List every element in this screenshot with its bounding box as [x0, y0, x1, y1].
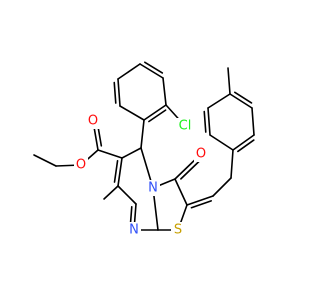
- bond-t4-t5: [207, 93, 231, 109]
- bond-cE-c6: [97, 149, 123, 159]
- bond-t1-t2: [232, 134, 255, 151]
- bond-v1-t1: [230, 149, 234, 179]
- ester-oxygen-single: O: [74, 157, 88, 173]
- bond-p5-p6-double: [113, 81, 117, 104]
- bond-t1-t2-double: [237, 139, 255, 153]
- ester-oxygen-double: O: [86, 113, 100, 129]
- bond-p5-p6: [117, 78, 121, 107]
- bond-p1-p2: [143, 104, 167, 121]
- bond-p3-p4-double: [144, 61, 164, 74]
- bond-t3-t4-double: [233, 91, 253, 104]
- bond-c6-c5: [121, 147, 142, 159]
- bond-lines: [33, 61, 255, 231]
- bond-p4-p5: [117, 63, 141, 80]
- bond-c7-cMe: [103, 185, 119, 200]
- keto-oxygen: O: [194, 146, 208, 162]
- ester-oxygen-double-label: O: [88, 114, 98, 129]
- amide-nitrogen-label: N: [129, 223, 139, 238]
- bond-c7-c8: [117, 185, 137, 205]
- sulfur-label: S: [174, 223, 182, 238]
- sulfur-atom: S: [171, 222, 185, 238]
- bond-t6-t1: [209, 134, 234, 151]
- bond-c2-ch: [186, 195, 214, 206]
- bond-c3-oK-double: [180, 159, 202, 180]
- ester-oxygen-single-label: O: [76, 158, 86, 173]
- bond-p2-p3: [162, 77, 167, 106]
- chlorine-label: Cl: [179, 119, 192, 134]
- ring-nitrogen-label: N: [148, 181, 158, 196]
- bond-e1-e2: [33, 154, 57, 167]
- bond-t3-t4: [229, 93, 253, 109]
- bond-ch-v1: [212, 177, 232, 197]
- bond-c2-ch-double: [190, 200, 212, 209]
- molecule-structure: O O O Cl N N S: [33, 61, 255, 238]
- bond-c6-c7-double: [113, 159, 119, 183]
- bond-c2-c3: [174, 178, 188, 206]
- bond-t4-me: [227, 67, 231, 95]
- bond-t5-t6-double: [203, 110, 207, 133]
- bond-c6-c7: [117, 157, 123, 187]
- bond-p6-p1: [119, 105, 145, 121]
- amide-nitrogen: N: [127, 222, 141, 238]
- bond-c5-p1: [140, 119, 145, 149]
- bond-p1-p2-double: [148, 109, 167, 123]
- bond-t2-t3: [251, 107, 255, 136]
- keto-oxygen-label: O: [196, 147, 206, 162]
- atom-labels: O O O Cl N N S: [74, 113, 208, 238]
- chlorine-atom: Cl: [175, 118, 195, 134]
- ring-nitrogen: N: [146, 180, 160, 196]
- bond-p3-p4: [139, 63, 164, 79]
- bond-t5-t6: [207, 107, 211, 136]
